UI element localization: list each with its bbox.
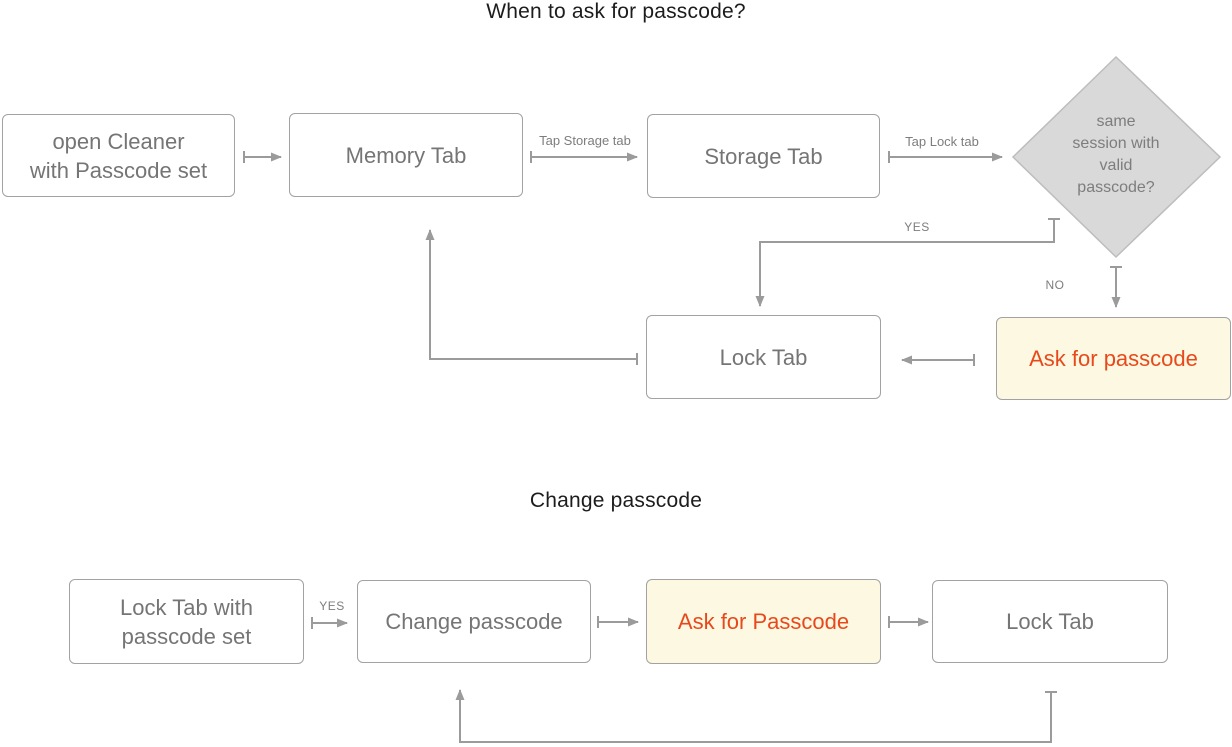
node-lock-tab-bottom: Lock Tab <box>932 580 1168 663</box>
edge-label-yes-bottom: YES <box>319 599 345 613</box>
decision-diamond-label: same session with valid passcode? <box>1072 113 1160 196</box>
node-ask-for-passcode-bottom: Ask for Passcode <box>646 579 881 664</box>
node-memory-tab: Memory Tab <box>289 113 523 197</box>
node-lock-tab-with-passcode-set: Lock Tab with passcode set <box>69 579 304 664</box>
decision-diamond <box>1011 55 1222 259</box>
node-change-passcode: Change passcode <box>357 580 591 663</box>
edge-label-tap-storage-tab: Tap Storage tab <box>539 133 631 148</box>
edge-label-yes-top: YES <box>904 220 930 234</box>
section-title-when-to-ask: When to ask for passcode? <box>486 0 746 23</box>
section-title-change-passcode: Change passcode <box>529 489 703 512</box>
edge-label-tap-lock-tab: Tap Lock tab <box>905 134 979 149</box>
node-open-cleaner: open Cleaner with Passcode set <box>2 114 235 197</box>
edge-decision-yes-to-lock-tab <box>755 218 1060 307</box>
node-lock-tab-top: Lock Tab <box>646 315 881 399</box>
node-storage-tab: Storage Tab <box>647 114 880 198</box>
edge-lock-tab-to-memory <box>425 229 638 365</box>
edge-locktab-loop-to-change <box>455 689 1057 743</box>
node-ask-for-passcode-top: Ask for passcode <box>996 317 1231 400</box>
edge-label-no: NO <box>1045 278 1065 292</box>
